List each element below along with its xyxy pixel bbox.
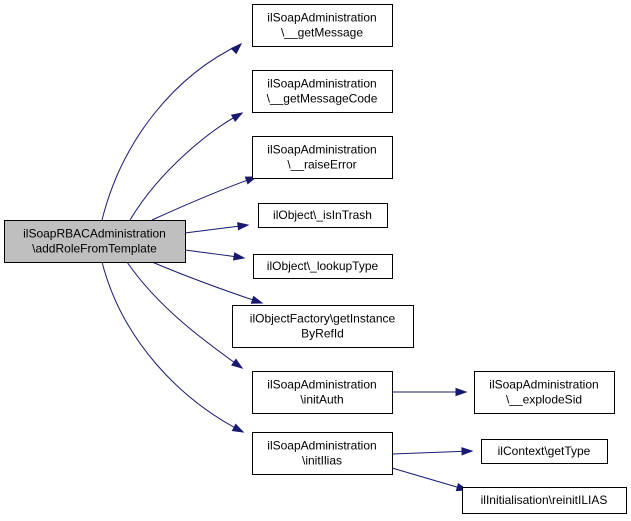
node-box[interactable] [481,439,608,464]
arrowhead-icon [250,295,264,304]
edge-root-to-getMessage [101,42,243,221]
edge-root-to-initIlias [101,261,245,433]
node-label-line: ilSoapAdministration [267,143,376,157]
node-box[interactable] [258,203,388,228]
edge-initIlias-to-reinitILIAS [391,467,469,492]
node-label-line: ilSoapAdministration [267,77,376,91]
arrowhead-icon [455,387,468,397]
node-lookupType[interactable]: ilObject\_lookupType [253,254,393,279]
arrowhead-icon [232,252,246,261]
arrowhead-icon [230,112,244,122]
edge-line [101,261,244,433]
node-label-line: ilSoapAdministration [267,439,376,453]
node-label-line: \__explodeSid [506,393,582,407]
edge-line [151,176,257,221]
edge-line [391,467,468,491]
node-root[interactable]: ilSoapRBACAdministration\addRoleFromTemp… [4,220,186,263]
node-reinitILIAS[interactable]: ilInitialisation\reinitILIAS [462,487,627,514]
node-box[interactable] [253,254,393,279]
node-label-line: ilObject\_isInTrash [273,208,372,222]
node-label-line: \initAuth [300,393,343,407]
node-initAuth[interactable]: ilSoapAdministration\initAuth [252,371,393,414]
edge-root-to-lookupType [184,249,246,261]
node-box[interactable] [252,371,393,414]
edge-root-to-getMessageCode [129,112,244,221]
edge-root-to-getInstanceByRefId [151,261,264,304]
node-label-line: ilInitialisation\reinitILIAS [481,493,608,507]
edge-root-to-raiseError [151,176,258,221]
node-box[interactable] [474,371,615,414]
edge-initIlias-to-getType [391,447,474,456]
arrowhead-icon [231,358,244,369]
edge-initAuth-to-explodeSid [392,387,468,397]
node-label-line: \__getMessage [281,26,363,40]
node-layer: ilSoapRBACAdministration\addRoleFromTemp… [4,4,627,514]
node-label-line: \__getMessageCode [267,92,378,106]
arrowhead-icon [461,447,474,456]
node-getMessage[interactable]: ilSoapAdministration\__getMessage [252,4,393,47]
node-initIlias[interactable]: ilSoapAdministration\initIlias [252,432,393,475]
node-box[interactable] [462,487,627,514]
node-label-line: \initIlias [302,454,342,468]
node-getType[interactable]: ilContext\getType [481,439,608,464]
edge-line [391,450,473,455]
node-explodeSid[interactable]: ilSoapAdministration\__explodeSid [474,371,615,414]
node-box[interactable] [252,70,393,113]
node-label-line: ilSoapRBACAdministration [23,227,166,241]
node-label-line: \__raiseError [287,158,356,172]
node-box[interactable] [252,136,393,179]
node-box[interactable] [252,4,393,47]
edge-root-to-initAuth [126,261,244,369]
arrowhead-icon [231,423,245,433]
edge-root-to-isInTrash [184,222,250,234]
node-box[interactable] [252,432,393,475]
arrowhead-icon [230,42,243,55]
node-label-line: \addRoleFromTemplate [32,242,157,256]
node-label-line: ilObjectFactory\getInstance [250,312,396,326]
node-box[interactable] [232,305,414,348]
node-label-line: ilSoapAdministration [267,11,376,25]
edge-line [101,43,242,221]
arrowhead-icon [237,222,250,231]
node-box[interactable] [4,220,186,263]
node-raiseError[interactable]: ilSoapAdministration\__raiseError [252,136,393,179]
node-label-line: ilContext\getType [498,444,591,458]
node-label-line: ilSoapAdministration [267,378,376,392]
node-getMessageCode[interactable]: ilSoapAdministration\__getMessageCode [252,70,393,113]
edge-line [151,261,263,304]
edge-line [126,261,243,369]
node-label-line: ilSoapAdministration [489,378,598,392]
node-isInTrash[interactable]: ilObject\_isInTrash [258,203,388,228]
node-label-line: ilObject\_lookupType [267,259,379,273]
node-label-line: ByRefId [301,327,344,341]
edge-layer [101,42,474,492]
edge-line [129,112,243,221]
